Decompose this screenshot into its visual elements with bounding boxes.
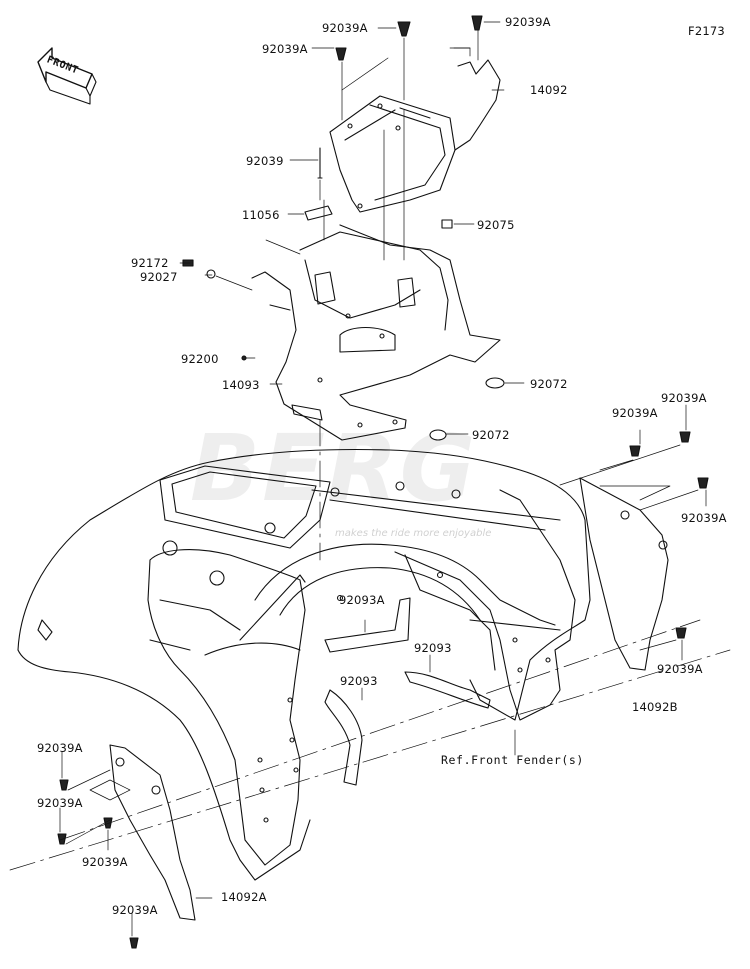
front-fender-body [17,448,591,881]
part-label: 14093 [222,378,260,392]
part-label: 92072 [530,377,568,391]
part-label: 14092A [221,890,267,904]
part-label: 92172 [131,256,169,270]
part-label: 14092 [530,83,568,97]
part-label: 92039A [612,406,658,420]
fastener-icons [57,15,709,949]
part-92093A-strip [324,597,411,653]
front-arrow-icon [37,47,97,105]
part-label: 92093A [339,593,385,607]
part-label: 92039A [37,741,83,755]
part-label: 92039A [657,662,703,676]
part-92093-strip-b [324,689,363,786]
part-label: 92200 [181,352,219,366]
part-92093-strip-a [404,671,491,709]
watermark-tagline: makes the ride more enjoyable [335,528,492,539]
part-label: 14092B [632,700,678,714]
part-label: 92039A [82,855,128,869]
part-label: 92039A [661,391,707,405]
part-label: 92093 [414,641,452,655]
part-14092B-panel [579,477,669,671]
part-label: 92039A [112,903,158,917]
part-label: 92039A [37,796,83,810]
part-14092-cover [329,59,501,213]
part-label: 11056 [242,208,280,222]
leader-lines [9,21,731,937]
reference-note: Ref.Front Fender(s) [441,753,584,767]
part-label: 92027 [140,270,178,284]
figure-code: F2173 [688,24,725,38]
part-label: 92039A [262,42,308,56]
part-label: 92093 [340,674,378,688]
part-92072-ring-a [485,377,505,389]
part-14093-bracket [251,224,501,441]
part-label: 92072 [472,428,510,442]
part-14092A-panel [109,744,196,921]
part-label: 92039 [246,154,284,168]
part-92072-ring-b [429,429,447,441]
part-label: 92039A [681,511,727,525]
part-label: 92039A [505,15,551,29]
part-label: 92075 [477,218,515,232]
part-label: 92039A [322,21,368,35]
part-11056 [304,205,333,221]
part-92039-pin [317,147,323,179]
